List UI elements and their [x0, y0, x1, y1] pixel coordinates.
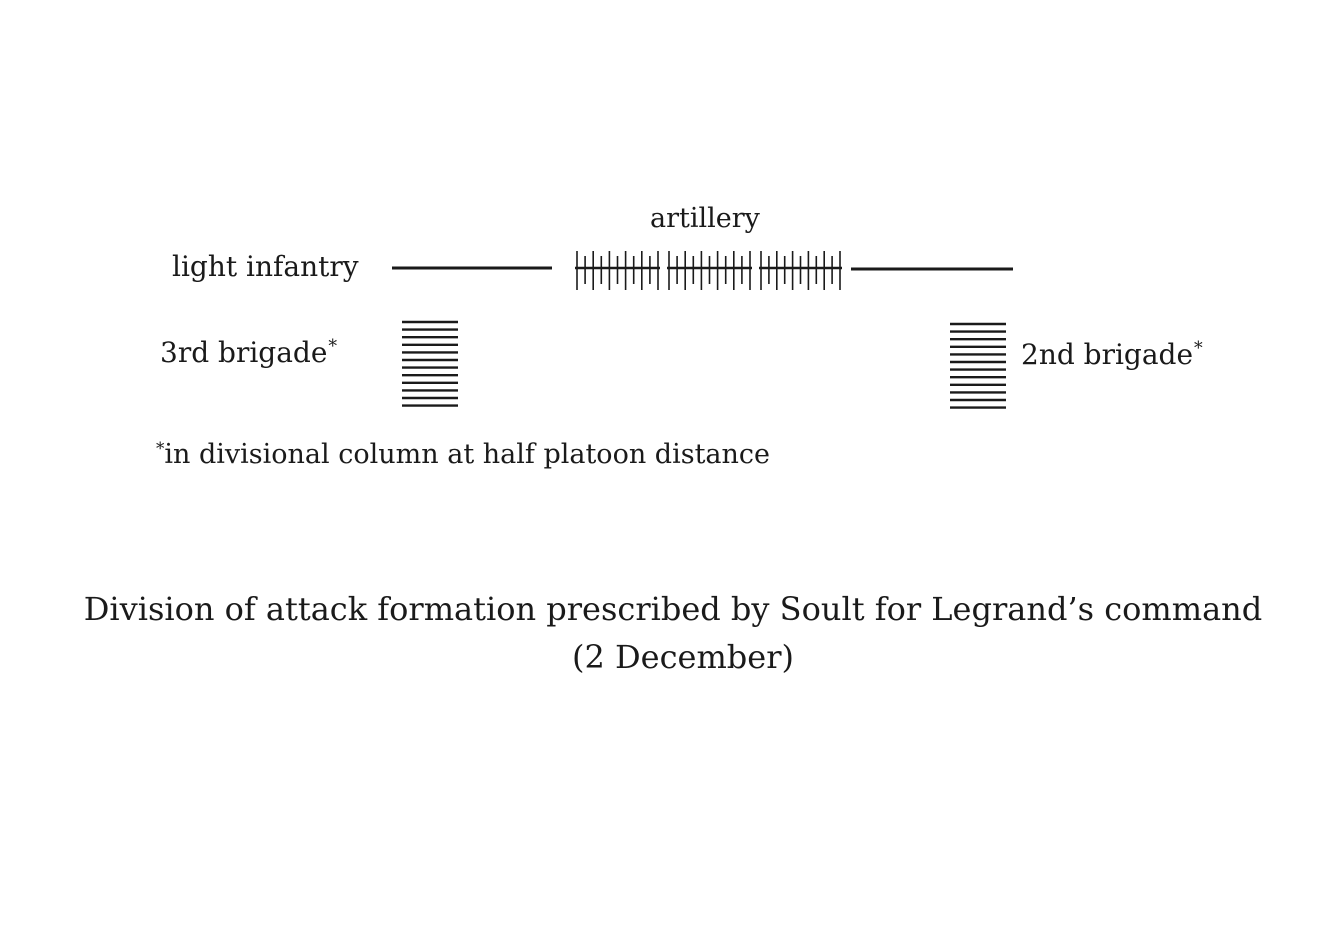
footnote-text: in divisional column at half platoon dis…	[164, 439, 771, 471]
third-brigade-text: 3rd brigade	[160, 336, 328, 369]
third-brigade-column	[402, 320, 458, 407]
artillery-label: artillery	[650, 203, 760, 234]
caption-title: Division of attack formation prescribed …	[83, 590, 1263, 628]
second-brigade-asterisk: *	[1194, 339, 1203, 360]
light-infantry-label: light infantry	[172, 250, 359, 283]
caption-date: (2 December)	[571, 638, 794, 676]
footnote-marker: *	[156, 438, 165, 458]
second-brigade-text: 2nd brigade	[1021, 338, 1194, 371]
footnote: *in divisional column at half platoon di…	[155, 438, 770, 470]
artillery-guns	[575, 251, 842, 290]
third-brigade-asterisk: *	[328, 337, 338, 358]
second-brigade-column	[950, 322, 1006, 409]
second-brigade-label: 2nd brigade*	[1021, 338, 1203, 371]
third-brigade-label: 3rd brigade*	[160, 336, 337, 369]
